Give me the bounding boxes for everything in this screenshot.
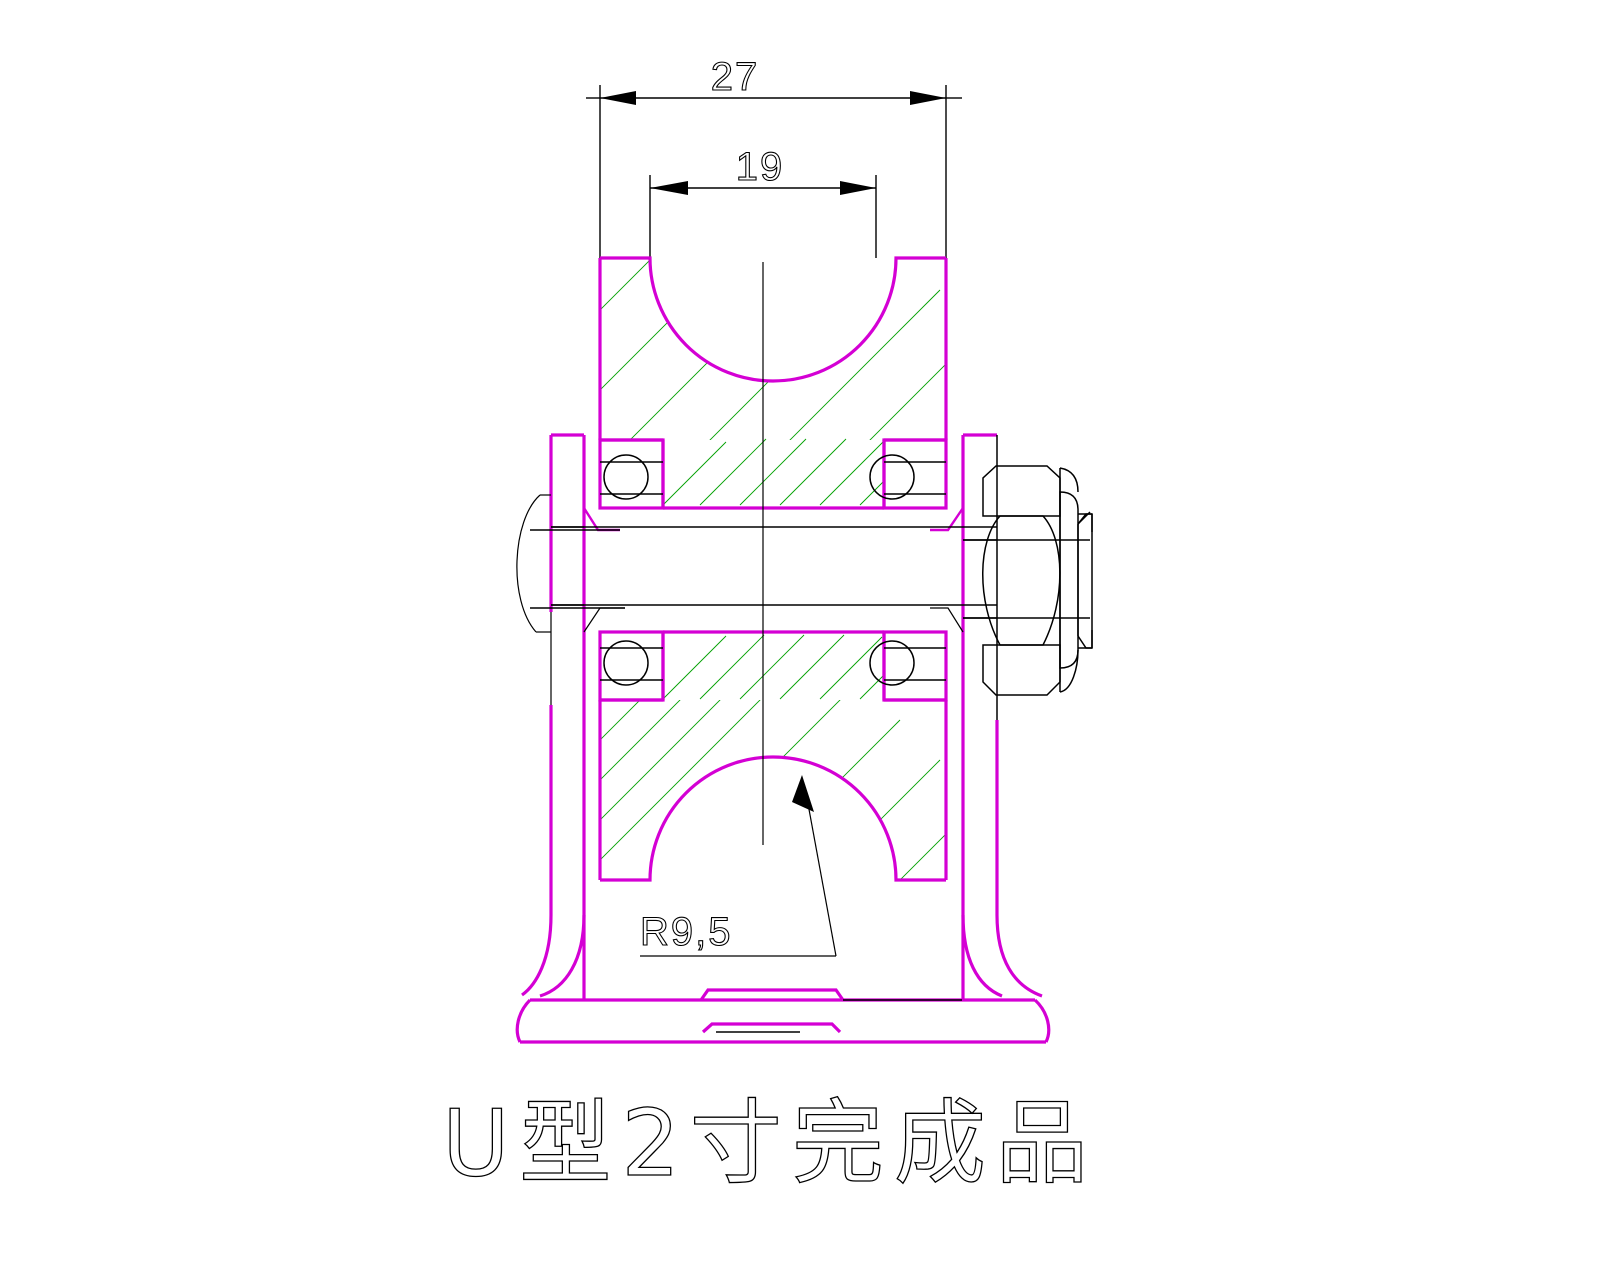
section-hatch-lower-seat xyxy=(663,634,885,700)
callout-arrow-head xyxy=(792,775,814,812)
bearing-ball xyxy=(603,454,649,500)
bracket-right-outer-lower xyxy=(995,720,1043,998)
base-top-boss xyxy=(699,988,845,1001)
section-hatch-upper-seat xyxy=(663,438,885,506)
bearing-ball xyxy=(603,640,649,686)
dimension-groove-width: 19 xyxy=(649,144,877,258)
bolt-head-dome xyxy=(516,494,541,633)
ball-bearing-lower-right xyxy=(869,630,948,702)
stub-bottom-corner xyxy=(1077,630,1093,649)
washer-top-round xyxy=(1059,467,1079,493)
pulley-body-lower-outline xyxy=(600,755,946,882)
base-plate xyxy=(515,988,1051,1044)
washer xyxy=(1059,467,1079,693)
dimension-label-19: 19 xyxy=(736,145,785,189)
bracket-left-outer-lower xyxy=(521,705,553,997)
dimension-overall-width: 27 xyxy=(586,54,962,258)
bracket-right-chamfer-lower xyxy=(930,607,964,633)
bracket-left-chamfer-lower xyxy=(583,607,625,633)
bracket-right-chamfer-upper xyxy=(930,507,964,532)
threaded-stub-end xyxy=(1077,511,1093,649)
radius-callout-label: R9,5 xyxy=(640,910,733,954)
arrow-head-right xyxy=(840,181,876,195)
hex-nut-top-flat xyxy=(982,465,1061,517)
base-bottom-recess xyxy=(701,1022,842,1034)
hex-nut-body xyxy=(982,515,1061,646)
pulley-body-upper-outline xyxy=(600,256,946,383)
bearing-ball xyxy=(869,640,915,686)
bracket-right-fillet xyxy=(961,914,1003,998)
u-bracket-right-arm xyxy=(961,433,1043,1000)
dimension-label-27: 27 xyxy=(711,55,760,99)
ball-bearing-lower-left xyxy=(598,630,665,702)
arrow-head-right xyxy=(910,91,946,105)
bracket-left-fillet xyxy=(539,914,586,998)
base-right-round xyxy=(1033,998,1051,1043)
ball-bearing-upper-left xyxy=(598,438,665,510)
axle-bolt xyxy=(516,494,1090,633)
bearing-race-box xyxy=(598,630,665,702)
bearing-race-box xyxy=(882,630,948,702)
arrow-head-left xyxy=(650,181,688,195)
ball-bearing-upper-right xyxy=(869,438,948,510)
drawing-title: U型2寸完成品 xyxy=(442,1090,1098,1197)
radius-callout-R95: R9,5 xyxy=(639,775,837,957)
callout-leader xyxy=(805,792,837,957)
washer-outline xyxy=(1059,491,1079,669)
hex-nut-bottom-flat xyxy=(982,644,1061,696)
bearing-race-box xyxy=(882,438,948,510)
washer-bottom-round xyxy=(1059,649,1079,693)
bearing-ball xyxy=(869,454,915,500)
base-left-round xyxy=(515,998,532,1043)
bearing-race-box xyxy=(598,438,665,510)
section-hatch-upper xyxy=(600,258,946,440)
hex-nut xyxy=(982,465,1061,696)
arrow-head-left xyxy=(600,91,636,105)
u-bracket-left-arm xyxy=(521,433,586,1000)
